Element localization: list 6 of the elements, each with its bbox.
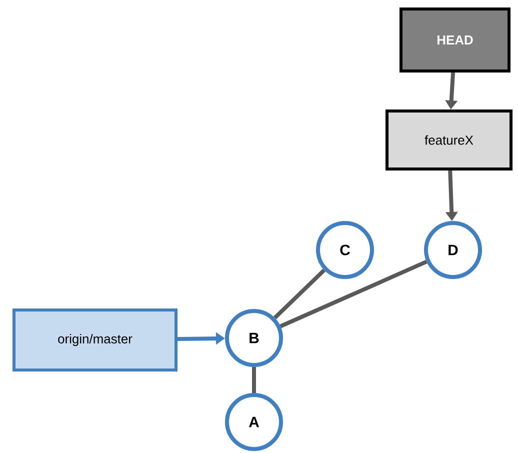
connector-line <box>273 268 326 320</box>
pointer-box: HEAD <box>400 8 510 72</box>
remote-branch-box: origin/master <box>12 308 178 372</box>
connector-line <box>252 367 256 393</box>
branch-box: featureX <box>386 110 512 170</box>
connector-line <box>280 260 428 328</box>
